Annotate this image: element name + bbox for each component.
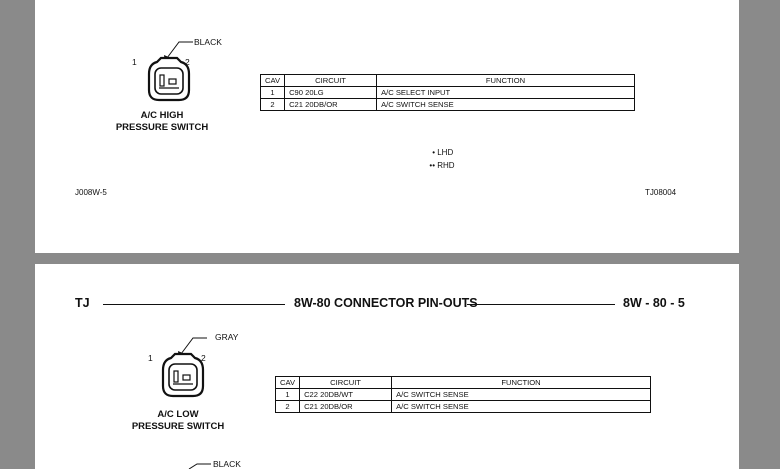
wire-color-label: GRAY (215, 332, 239, 342)
table-row: 2 C21 20DB/OR A/C SWITCH SENSE (259, 98, 635, 111)
column-header-circuit: CIRCUIT (299, 376, 393, 389)
cell-function: A/C SWITCH SENSE (391, 388, 651, 401)
connector-name-line1: A/C LOW (157, 409, 199, 420)
table-header-row: CAV CIRCUIT FUNCTION (259, 74, 635, 87)
connector-icon (161, 337, 207, 398)
pinout-table: CAV CIRCUIT FUNCTION 1 C22 20DB/WT A/C S… (274, 376, 651, 413)
column-header-function: FUNCTION (391, 376, 651, 389)
column-header-function: FUNCTION (376, 74, 635, 87)
pin-2-label: 2 (185, 57, 190, 67)
connector-name-line2: PRESSURE SWITCH (115, 122, 209, 133)
drawing-ref-left: J008W-5 (75, 188, 107, 197)
leader-arrow-icon (188, 463, 211, 469)
page-header-left: TJ (75, 296, 90, 310)
header-rule-right (467, 304, 615, 305)
legend-marker: • (432, 148, 435, 157)
pinout-table: CAV CIRCUIT FUNCTION 1 C90 20LG A/C SELE… (259, 74, 635, 111)
cell-circuit: C21 20DB/OR (299, 400, 393, 413)
cell-circuit: C90 20LG (284, 86, 378, 99)
cell-function: A/C SWITCH SENSE (391, 400, 651, 413)
wire-color-label: BLACK (194, 37, 222, 47)
pin-1-label: 1 (132, 57, 137, 67)
legend-label: RHD (437, 161, 455, 170)
pin-1-label: 1 (148, 353, 153, 363)
cell-function: A/C SELECT INPUT (376, 86, 635, 99)
page-title: 8W-80 CONNECTOR PIN-OUTS (294, 296, 478, 310)
legend-label: LHD (437, 148, 454, 157)
diagram-page-lower: TJ 8W-80 CONNECTOR PIN-OUTS 8W - 80 - 5 … (35, 264, 739, 469)
connector-name-line1: A/C HIGH (140, 110, 184, 121)
page-number: 8W - 80 - 5 (623, 296, 685, 310)
connector-icon (147, 41, 193, 102)
connector-name: A/C LOW PRESSURE SWITCH (113, 409, 243, 433)
table-row: 2 C21 20DB/OR A/C SWITCH SENSE (274, 400, 651, 413)
cell-circuit: C22 20DB/WT (299, 388, 393, 401)
cell-circuit: C21 20DB/OR (284, 98, 378, 111)
wire-color-label-next: BLACK (213, 459, 241, 469)
connector-name: A/C HIGH PRESSURE SWITCH (97, 110, 227, 134)
drawing-ref-right: TJ08004 (645, 188, 677, 197)
diagram-page-upper: BLACK 1 2 A/C HIGH PRESSURE SWITCH CAV C… (35, 0, 739, 253)
column-header-circuit: CIRCUIT (284, 74, 378, 87)
header-rule-left (103, 304, 285, 305)
legend-lhd: • LHD (421, 148, 453, 157)
column-header-cav: CAV (259, 74, 286, 87)
legend-rhd: •• RHD (421, 161, 455, 170)
cell-cav: 1 (259, 86, 286, 99)
table-row: 1 C90 20LG A/C SELECT INPUT (259, 86, 635, 99)
cell-function: A/C SWITCH SENSE (376, 98, 635, 111)
legend-marker: •• (429, 161, 435, 170)
connector-name-line2: PRESSURE SWITCH (131, 421, 225, 432)
cell-cav: 2 (259, 98, 286, 111)
table-row: 1 C22 20DB/WT A/C SWITCH SENSE (274, 388, 651, 401)
cell-cav: 2 (274, 400, 301, 413)
table-header-row: CAV CIRCUIT FUNCTION (274, 376, 651, 389)
pin-2-label: 2 (201, 353, 206, 363)
column-header-cav: CAV (274, 376, 301, 389)
cell-cav: 1 (274, 388, 301, 401)
